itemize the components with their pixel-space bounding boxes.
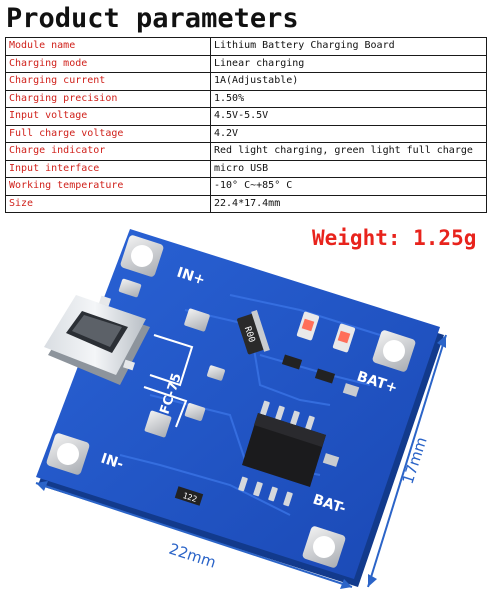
pad-bat-minus-hole (302, 526, 346, 568)
table-row: Input interface micro USB (5, 159, 487, 178)
param-name: Module name (5, 37, 211, 56)
param-name: Working temperature (5, 177, 211, 196)
param-name: Charging current (5, 72, 211, 91)
pcb-board (36, 229, 440, 579)
param-name: Input interface (5, 159, 211, 178)
param-name: Charging precision (5, 89, 211, 108)
param-name: Charging mode (5, 54, 211, 73)
param-name: Input voltage (5, 107, 211, 126)
table-row: Input voltage 4.5V-5.5V (5, 107, 487, 126)
param-value: -10° C~+85° C (210, 177, 487, 196)
weight-label: Weight: 1.25g (312, 226, 477, 250)
param-value: 4.5V-5.5V (210, 107, 487, 126)
parameter-table: Module name Lithium Battery Charging Boa… (5, 37, 487, 213)
table-row: Charging current 1A(Adjustable) (5, 72, 487, 91)
dimension-width-label: 22mm (167, 540, 219, 572)
board-illustration: R00 122 IN+ IN- BAT+ BAT (35, 229, 447, 589)
dimension-width (35, 481, 353, 589)
dimension-height (367, 334, 447, 588)
table-row: Size 22.4*17.4mm (5, 194, 487, 213)
pad-bat-plus-hole (372, 330, 416, 372)
micro-usb-connector (44, 295, 150, 385)
param-name: Size (5, 194, 211, 213)
param-value: 1A(Adjustable) (210, 72, 487, 91)
led-red (296, 311, 320, 341)
table-row: Module name Lithium Battery Charging Boa… (5, 37, 487, 56)
charger-ic-chip (238, 400, 326, 507)
param-name: Full charge voltage (5, 124, 211, 143)
param-value: Lithium Battery Charging Board (210, 37, 487, 56)
led-green (332, 323, 356, 353)
param-value: Linear charging (210, 54, 487, 73)
table-row: Charge indicator Red light charging, gre… (5, 142, 487, 161)
param-value: 1.50% (210, 89, 487, 108)
table-row: Charging mode Linear charging (5, 54, 487, 73)
table-row: Charging precision 1.50% (5, 89, 487, 108)
param-name: Charge indicator (5, 142, 211, 161)
resistor-122-label: 122 (182, 491, 199, 504)
resistor-r00: R00 (237, 310, 270, 355)
pad-in-minus-hole (46, 433, 90, 475)
resistor-r00-label: R00 (242, 325, 257, 344)
pad-in-plus-hole (120, 235, 164, 277)
page-title: Product parameters (6, 3, 299, 34)
param-value: 4.2V (210, 124, 487, 143)
table-row: Full charge voltage 4.2V (5, 124, 487, 143)
param-value: micro USB (210, 159, 487, 178)
param-value: Red light charging, green light full cha… (210, 142, 487, 161)
table-row: Working temperature -10° C~+85° C (5, 177, 487, 196)
pad-in-minus-label: IN- (99, 451, 126, 473)
param-value: 22.4*17.4mm (210, 194, 487, 213)
